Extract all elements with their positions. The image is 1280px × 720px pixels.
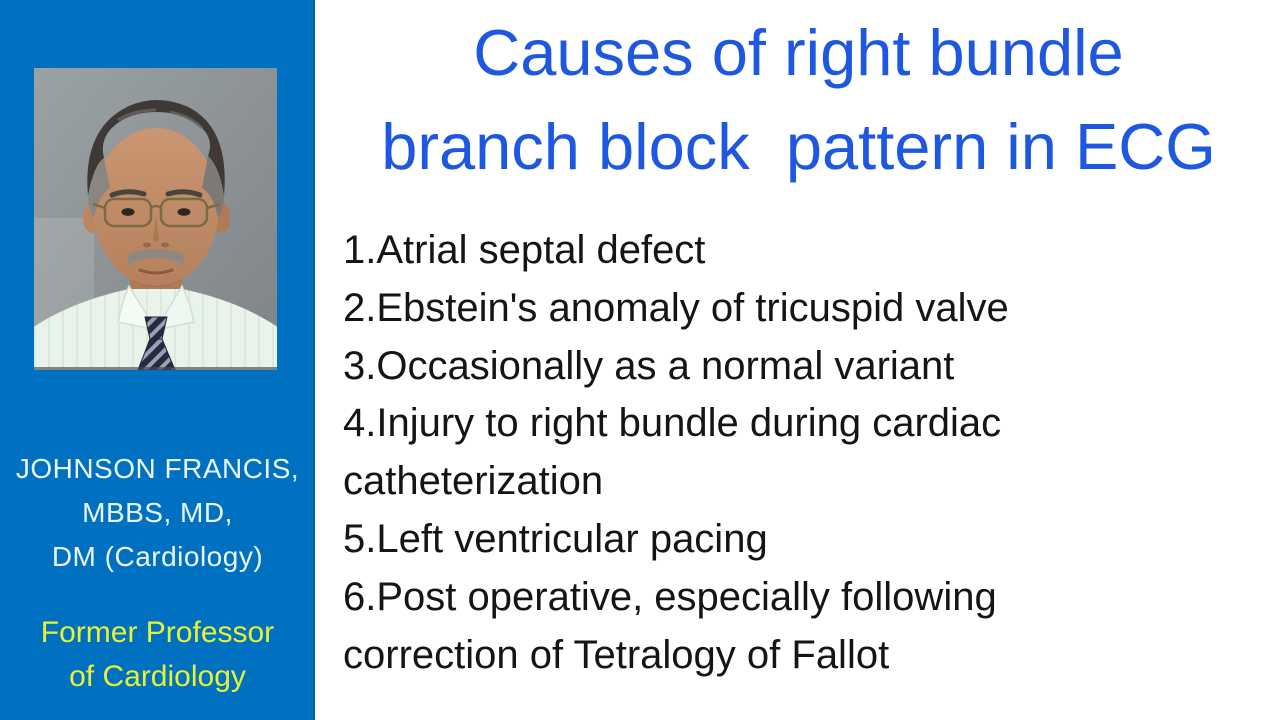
causes-list-line: 6.Post operative, especially following	[343, 574, 997, 619]
causes-list-line: 2.Ebstein's anomaly of tricuspid valve	[343, 285, 1009, 330]
author-role-line: Former Professor	[40, 616, 275, 649]
causes-list-line: 3.Occasionally as a normal variant	[343, 343, 955, 388]
causes-list-line: correction of Tetralogy of Fallot	[343, 632, 890, 677]
slide-title: Causes of right bundle branch block patt…	[317, 6, 1280, 194]
slide-title-line: branch block pattern in ECG	[381, 110, 1216, 183]
causes-list-line: 1.Atrial septal defect	[343, 228, 706, 272]
author-name-line: DM (Cardiology)	[51, 541, 264, 572]
author-name: JOHNSON FRANCIS, MBBS, MD, DM (Cardiolog…	[0, 447, 315, 579]
causes-list-line: 5.Left ventricular pacing	[343, 516, 768, 561]
causes-list-line: catheterization	[343, 459, 604, 504]
slide-title-line: Causes of right bundle	[473, 16, 1124, 89]
profile-photo	[34, 68, 277, 370]
author-role-line: of Cardiology	[69, 660, 246, 693]
slide-content: Causes of right bundle branch block patt…	[317, 0, 1280, 720]
author-role: Former Professor of Cardiology	[0, 611, 315, 699]
sidebar: JOHNSON FRANCIS, MBBS, MD, DM (Cardiolog…	[0, 0, 315, 720]
author-name-line: JOHNSON FRANCIS,	[15, 453, 300, 484]
author-name-line: MBBS, MD,	[82, 497, 233, 528]
causes-list-line: 4.Injury to right bundle during cardiac	[343, 401, 1002, 446]
causes-list: 1.Atrial septal defect 2.Ebstein's anoma…	[343, 222, 1263, 684]
